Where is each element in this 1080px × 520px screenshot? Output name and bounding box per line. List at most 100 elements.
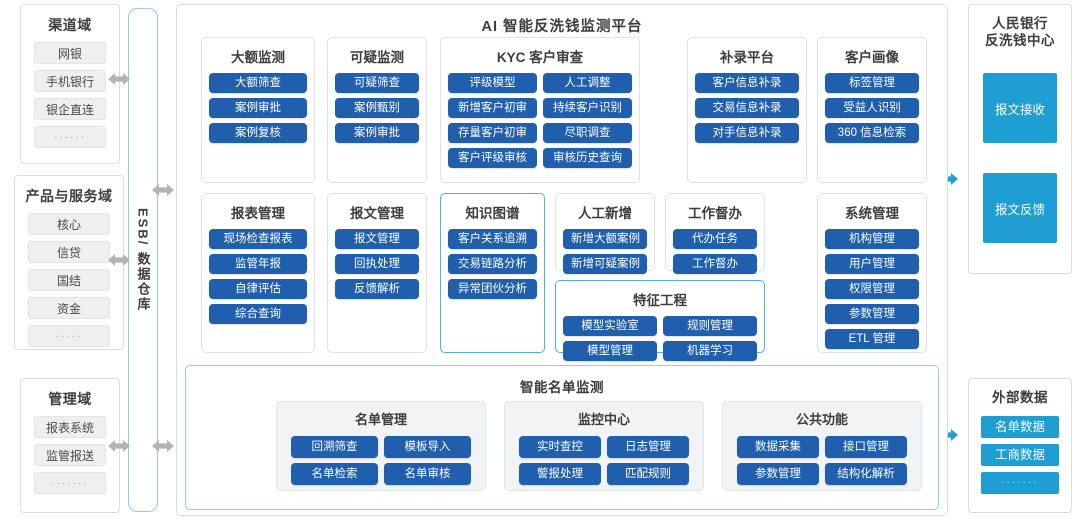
cyan-external-data-2[interactable]: ······· (981, 472, 1059, 494)
chip-suspicious-monitoring-1[interactable]: 案例甄别 (335, 98, 419, 118)
chip-message-management-2[interactable]: 反馈解析 (335, 279, 419, 299)
list-management-items: 回溯筛查模板导入名单检索名单审核 (277, 428, 485, 485)
chip-kyc-customer-review-4[interactable]: 存量客户初审 (448, 123, 537, 143)
chip-list-management-1[interactable]: 模板导入 (384, 436, 471, 458)
card-knowledge-graph: 知识图谱客户关系追溯交易链路分析异常团伙分析 (440, 193, 545, 353)
chip-monitoring-center-1[interactable]: 日志管理 (607, 436, 689, 458)
chip-public-functions-3[interactable]: 结构化解析 (825, 463, 907, 485)
chip-knowledge-graph-1[interactable]: 交易链路分析 (448, 254, 537, 274)
chip-public-functions-1[interactable]: 接口管理 (825, 436, 907, 458)
pboc-aml-center-items: 报文接收报文反馈 (969, 49, 1071, 243)
knowledge-graph-items: 客户关系追溯交易链路分析异常团伙分析 (441, 222, 544, 299)
side-item-management-domain-2[interactable]: ······· (34, 472, 106, 494)
card-work-supervision: 工作督办代办任务工作督办 (665, 193, 765, 274)
chip-customer-profile-0[interactable]: 标签管理 (825, 73, 919, 93)
cyan-pboc-aml-center-1[interactable]: 报文反馈 (983, 173, 1057, 243)
chip-large-amount-monitoring-1[interactable]: 案例审批 (209, 98, 307, 118)
chip-system-management-1[interactable]: 用户管理 (825, 254, 919, 274)
chip-supplement-platform-1[interactable]: 交易信息补录 (695, 98, 799, 118)
side-item-channel-domain-3[interactable]: ······ (34, 126, 106, 148)
chip-kyc-customer-review-6[interactable]: 客户评级审核 (448, 148, 537, 168)
chip-message-management-0[interactable]: 报文管理 (335, 229, 419, 249)
chip-manual-add-0[interactable]: 新增大额案例 (563, 229, 647, 249)
channel-domain-list: 网银手机银行银企直连 ······ (21, 35, 119, 148)
card-kyc-customer-review: KYC 客户审查评级模型人工调整新增客户初审持续客户识别存量客户初审尽职调查客户… (440, 37, 640, 183)
arrow-product-to-esb (108, 253, 130, 267)
chip-list-management-3[interactable]: 名单审核 (384, 463, 471, 485)
knowledge-graph-title: 知识图谱 (465, 206, 520, 221)
chip-feature-engineering-2[interactable]: 模型管理 (563, 341, 657, 361)
side-item-management-domain-1[interactable]: 监管报送 (34, 444, 106, 466)
card-report-management: 报表管理现场检查报表监管年报自律评估综合查询 (201, 193, 315, 353)
chip-customer-profile-2[interactable]: 360 信息检索 (825, 123, 919, 143)
chip-kyc-customer-review-1[interactable]: 人工调整 (543, 73, 632, 93)
report-management-items: 现场检查报表监管年报自律评估综合查询 (202, 222, 314, 324)
side-item-product-service-domain-2[interactable]: 国结 (28, 269, 110, 291)
side-item-product-service-domain-0[interactable]: 核心 (28, 213, 110, 235)
chip-list-management-0[interactable]: 回溯筛查 (291, 436, 378, 458)
cyan-pboc-aml-center-0[interactable]: 报文接收 (983, 73, 1057, 143)
chip-monitoring-center-2[interactable]: 警报处理 (519, 463, 601, 485)
chip-report-management-1[interactable]: 监管年报 (209, 254, 307, 274)
panel-pboc-aml-center: 人民银行反洗钱中心报文接收报文反馈 (968, 4, 1072, 274)
panel-channel-domain: 渠道域网银手机银行银企直连······ (20, 4, 120, 164)
side-item-product-service-domain-3[interactable]: 资金 (28, 297, 110, 319)
chip-kyc-customer-review-0[interactable]: 评级模型 (448, 73, 537, 93)
chip-suspicious-monitoring-2[interactable]: 案例审批 (335, 123, 419, 143)
chip-supplement-platform-2[interactable]: 对手信息补录 (695, 123, 799, 143)
chip-kyc-customer-review-2[interactable]: 新增客户初审 (448, 98, 537, 118)
chip-kyc-customer-review-7[interactable]: 审核历史查询 (543, 148, 632, 168)
chip-supplement-platform-0[interactable]: 客户信息补录 (695, 73, 799, 93)
chip-monitoring-center-0[interactable]: 实时查控 (519, 436, 601, 458)
chip-system-management-2[interactable]: 权限管理 (825, 279, 919, 299)
chip-system-management-0[interactable]: 机构管理 (825, 229, 919, 249)
side-item-product-service-domain-1[interactable]: 信贷 (28, 241, 110, 263)
chip-public-functions-2[interactable]: 参数管理 (737, 463, 819, 485)
chip-knowledge-graph-0[interactable]: 客户关系追溯 (448, 229, 537, 249)
chip-large-amount-monitoring-2[interactable]: 案例复核 (209, 123, 307, 143)
feature-engineering-items: 模型实验室规则管理模型管理机器学习 (556, 309, 764, 361)
chip-feature-engineering-3[interactable]: 机器学习 (663, 341, 757, 361)
smart-list-monitoring-panel: 智能名单监测名单管理回溯筛查模板导入名单检索名单审核监控中心实时查控日志管理警报… (185, 365, 939, 510)
side-item-channel-domain-1[interactable]: 手机银行 (34, 70, 106, 92)
side-item-product-service-domain-4[interactable]: ····· (28, 325, 110, 347)
chip-report-management-0[interactable]: 现场检查报表 (209, 229, 307, 249)
management-domain-title: 管理域 (48, 391, 92, 407)
chip-manual-add-1[interactable]: 新增可疑案例 (563, 254, 647, 274)
suspicious-monitoring-title: 可疑监测 (350, 50, 404, 65)
cyan-external-data-0[interactable]: 名单数据 (981, 416, 1059, 438)
chip-work-supervision-1[interactable]: 工作督办 (673, 254, 757, 274)
chip-monitoring-center-3[interactable]: 匹配规则 (607, 463, 689, 485)
chip-kyc-customer-review-3[interactable]: 持续客户识别 (543, 98, 632, 118)
pboc-aml-center-title-1: 反洗钱中心 (985, 33, 1055, 48)
chip-work-supervision-0[interactable]: 代办任务 (673, 229, 757, 249)
chip-report-management-3[interactable]: 综合查询 (209, 304, 307, 324)
monitoring-center-title: 监控中心 (577, 412, 630, 427)
chip-report-management-2[interactable]: 自律评估 (209, 279, 307, 299)
side-item-channel-domain-0[interactable]: 网银 (34, 42, 106, 64)
customer-profile-title: 客户画像 (845, 50, 899, 65)
public-functions-title: 公共功能 (795, 412, 848, 427)
chip-customer-profile-1[interactable]: 受益人识别 (825, 98, 919, 118)
kyc-customer-review-items: 评级模型人工调整新增客户初审持续客户识别存量客户初审尽职调查客户评级审核审核历史… (441, 66, 639, 168)
side-item-channel-domain-2[interactable]: 银企直连 (34, 98, 106, 120)
chip-system-management-4[interactable]: ETL 管理 (825, 329, 919, 349)
chip-list-management-2[interactable]: 名单检索 (291, 463, 378, 485)
supplement-platform-items: 客户信息补录交易信息补录对手信息补录 (688, 66, 806, 143)
chip-feature-engineering-1[interactable]: 规则管理 (663, 316, 757, 336)
cyan-external-data-1[interactable]: 工商数据 (981, 444, 1059, 466)
chip-message-management-1[interactable]: 回执处理 (335, 254, 419, 274)
chip-suspicious-monitoring-0[interactable]: 可疑筛查 (335, 73, 419, 93)
chip-public-functions-0[interactable]: 数据采集 (737, 436, 819, 458)
arrow-esb-to-platform-bottom (152, 439, 174, 453)
esb-label: ESB/ 数据仓库 (135, 208, 151, 312)
side-item-management-domain-0[interactable]: 报表系统 (34, 416, 106, 438)
chip-system-management-3[interactable]: 参数管理 (825, 304, 919, 324)
chip-knowledge-graph-2[interactable]: 异常团伙分析 (448, 279, 537, 299)
subcard-public-functions: 公共功能数据采集接口管理参数管理结构化解析 (722, 401, 922, 491)
esb-data-warehouse-column: ESB/ 数据仓库 (128, 8, 158, 512)
chip-large-amount-monitoring-0[interactable]: 大额筛查 (209, 73, 307, 93)
chip-feature-engineering-0[interactable]: 模型实验室 (563, 316, 657, 336)
chip-kyc-customer-review-5[interactable]: 尽职调查 (543, 123, 632, 143)
system-management-title: 系统管理 (845, 206, 899, 221)
